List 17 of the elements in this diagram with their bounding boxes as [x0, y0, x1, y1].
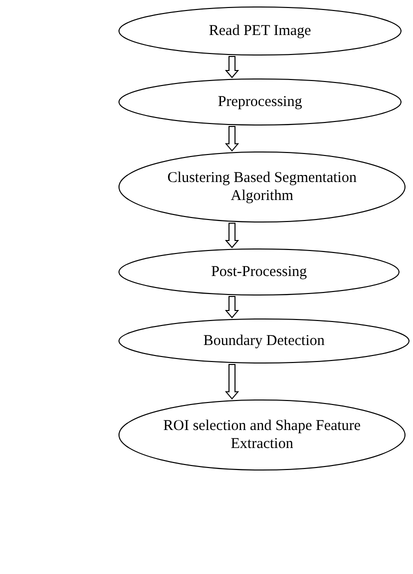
- ellipse-node: [118, 151, 406, 223]
- ellipse-node: [118, 6, 402, 56]
- ellipse-node: [118, 399, 406, 471]
- node-label: Preprocessing: [218, 93, 302, 111]
- hollow-arrow: [224, 56, 240, 78]
- ellipse-node: [118, 78, 402, 126]
- ellipse-node: [118, 318, 410, 364]
- node-label: Post-Processing: [211, 263, 307, 281]
- hollow-arrow: [224, 222, 240, 248]
- hollow-arrow: [224, 364, 240, 400]
- node-label: Clustering Based Segmentation Algorithm: [166, 169, 358, 205]
- hollow-arrow: [224, 296, 240, 318]
- node-label: Boundary Detection: [203, 332, 325, 350]
- hollow-arrow: [224, 126, 240, 152]
- ellipse-node: [118, 248, 400, 296]
- node-label: Read PET Image: [208, 22, 312, 40]
- node-label: ROI selection and Shape Feature Extraction: [162, 417, 362, 453]
